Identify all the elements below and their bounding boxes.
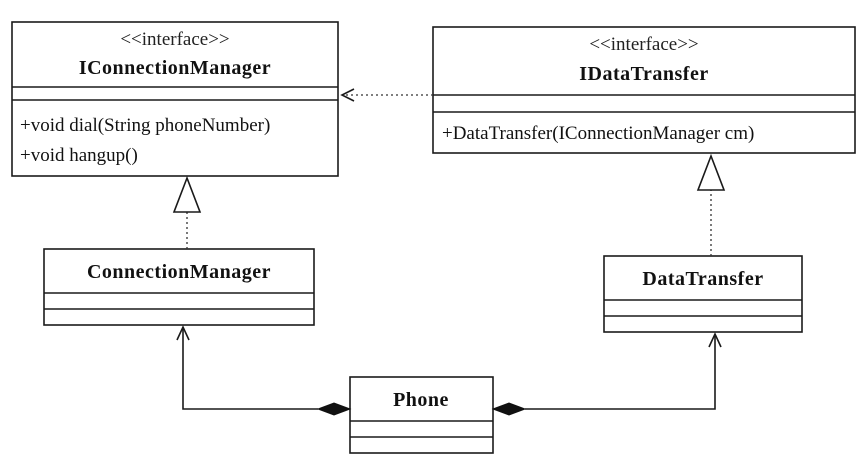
- open-arrowhead: [176, 325, 190, 341]
- hollow-triangle-arrowhead: [696, 153, 726, 191]
- class-name: ConnectionManager: [87, 261, 271, 283]
- class-method: +DataTransfer(IConnectionManager cm): [442, 123, 754, 144]
- class-idata-transfer[interactable]: <<interface>> IDataTransfer +DataTransfe…: [432, 26, 856, 154]
- composition-connector-connection-manager: [176, 325, 352, 416]
- class-box: [349, 376, 494, 454]
- filled-diamond: [316, 402, 352, 416]
- class-name: DataTransfer: [642, 268, 763, 290]
- class-phone[interactable]: Phone: [349, 376, 494, 454]
- class-method: +void hangup(): [20, 145, 138, 166]
- open-arrowhead: [708, 332, 722, 348]
- realization-connector-data-transfer: [696, 153, 726, 256]
- class-box: [603, 255, 803, 333]
- class-iconnection-manager[interactable]: <<interface>> IConnectionManager +void d…: [11, 21, 339, 177]
- association-line: [525, 334, 716, 410]
- open-arrowhead: [340, 88, 355, 102]
- dependency-connector: [340, 88, 433, 102]
- association-line: [182, 327, 318, 410]
- class-box: [432, 26, 856, 154]
- hollow-triangle-arrowhead: [172, 175, 202, 213]
- class-connection-manager[interactable]: ConnectionManager: [43, 248, 315, 326]
- class-stereotype: <<interface>>: [589, 34, 698, 55]
- class-name: IConnectionManager: [79, 57, 271, 79]
- class-name: IDataTransfer: [579, 63, 708, 85]
- class-data-transfer[interactable]: DataTransfer: [603, 255, 803, 333]
- class-stereotype: <<interface>>: [120, 29, 229, 50]
- class-method: +void dial(String phoneNumber): [20, 115, 270, 136]
- class-box: [43, 248, 315, 326]
- class-box: [11, 21, 339, 177]
- class-name: Phone: [393, 389, 449, 411]
- filled-diamond: [491, 402, 527, 416]
- composition-connector-data-transfer: [491, 332, 722, 416]
- realization-connector-connection-manager: [172, 175, 202, 249]
